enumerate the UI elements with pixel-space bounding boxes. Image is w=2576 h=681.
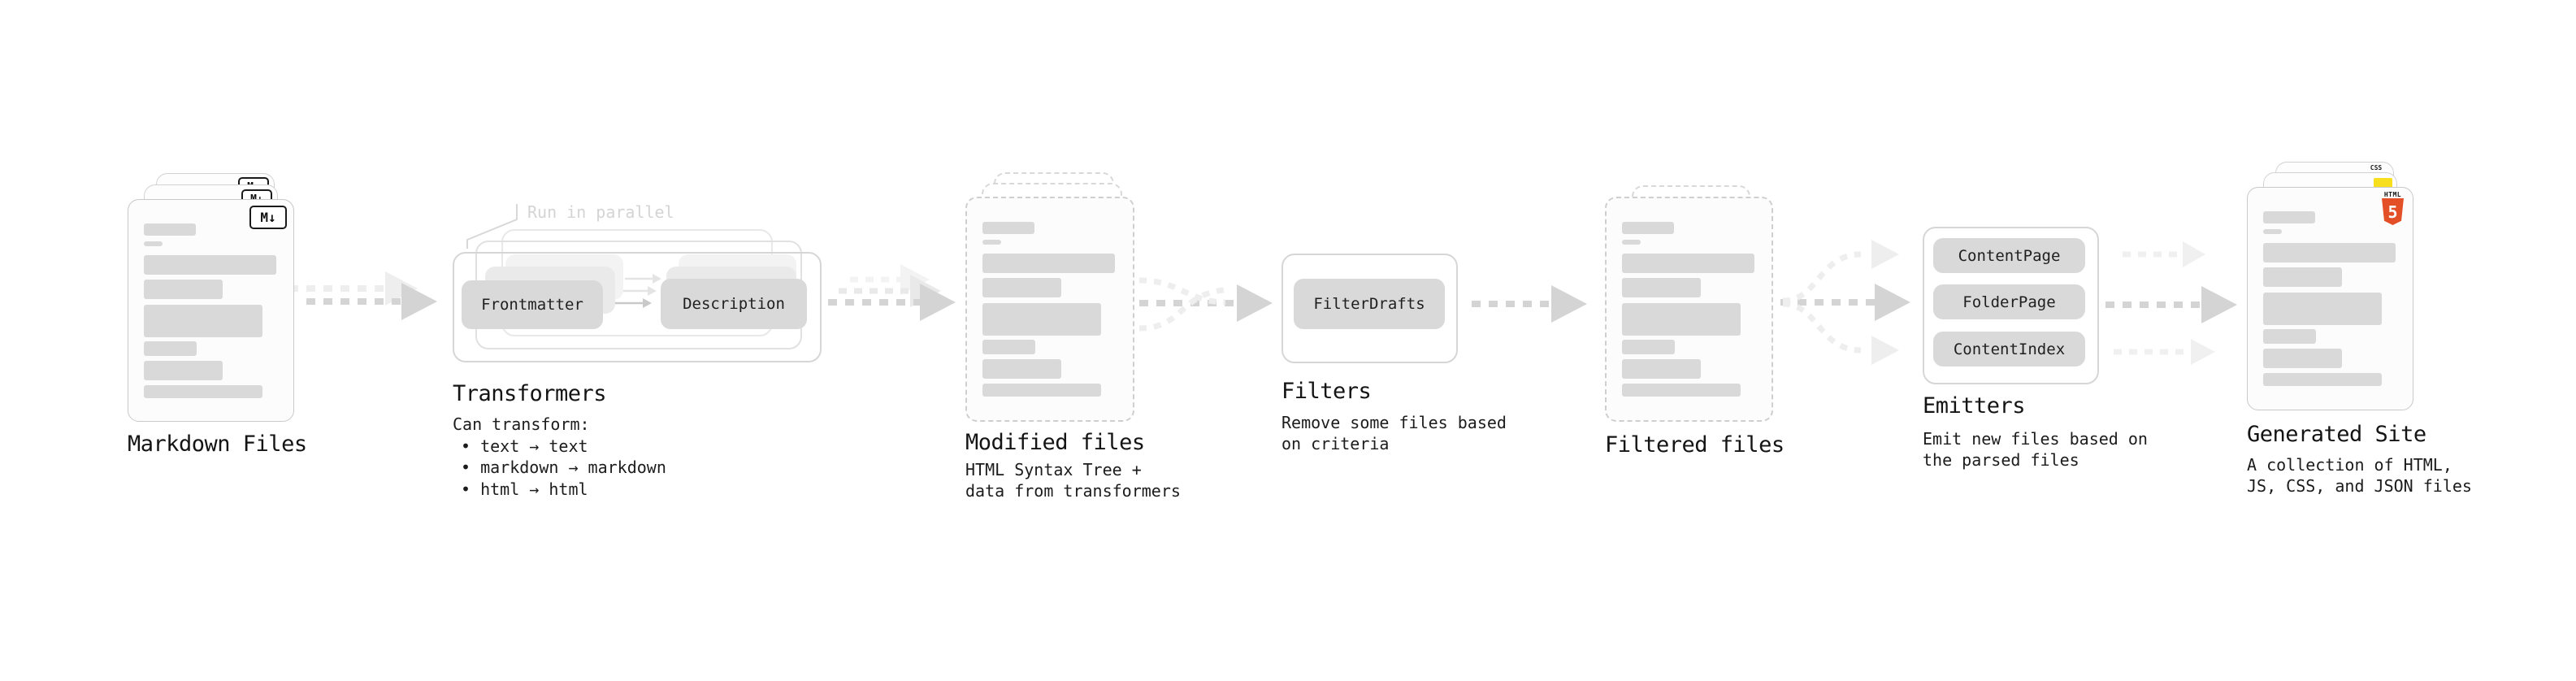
doc-text-bar (144, 385, 262, 398)
emitters-description: Emit new files based on the parsed files (1923, 428, 2148, 471)
bullet-text-to-text: • text → text (461, 436, 588, 456)
doc-text-bar (2263, 349, 2342, 368)
html5-shield: 5 (2382, 198, 2404, 225)
doc-text-bar (982, 359, 1061, 379)
description-line: A collection of HTML, (2247, 455, 2452, 475)
bullet-html-to-html: • html → html (461, 479, 588, 499)
description-button: Description (661, 279, 807, 329)
filters-description: Remove some files based on criteria (1281, 412, 1507, 454)
can-transform-title: Can transform: (453, 414, 590, 434)
doc-text-bar (982, 303, 1101, 336)
contentindex-button: ContentIndex (1933, 332, 2085, 367)
markdown-file-front: M↓ (128, 199, 294, 422)
emitters-label: Emitters (1923, 393, 2026, 419)
transformers-label: Transformers (453, 381, 607, 406)
contentpage-button-label: ContentPage (1958, 246, 2061, 265)
run-in-parallel-annotation: Run in parallel (527, 202, 674, 222)
contentpage-button: ContentPage (1933, 238, 2085, 273)
description-line: the parsed files (1923, 450, 2079, 470)
doc-text-bar (2263, 243, 2396, 262)
doc-text-bar (2263, 329, 2316, 344)
modified-files-description: HTML Syntax Tree + data from transformer… (965, 459, 1181, 501)
markdown-files-label: Markdown Files (128, 432, 307, 457)
doc-text-bar (2263, 211, 2315, 223)
contentindex-button-label: ContentIndex (1953, 340, 2066, 358)
html5-number: 5 (2387, 202, 2398, 222)
description-line: HTML Syntax Tree + (965, 460, 1142, 479)
filtered-files-label: Filtered files (1605, 432, 1785, 458)
doc-text-bar (144, 305, 262, 337)
frontmatter-button: Frontmatter (462, 280, 603, 329)
doc-text-bar (1622, 254, 1754, 273)
doc-text-bar (144, 223, 196, 236)
generated-file-front: HTML 5 (2247, 187, 2413, 410)
doc-text-bar (1622, 240, 1641, 245)
description-line: on criteria (1281, 434, 1390, 453)
doc-text-bar (1622, 340, 1675, 354)
modified-file-front (965, 197, 1134, 422)
doc-text-bar (144, 255, 276, 275)
doc-text-bar (982, 278, 1061, 297)
folderpage-button: FolderPage (1933, 284, 2085, 319)
transformers-notes: Can transform: • text → text • markdown … (453, 414, 666, 500)
doc-text-bar (1622, 359, 1701, 379)
doc-text-bar (144, 361, 223, 380)
doc-text-bar (982, 340, 1035, 354)
html5-logo-icon: HTML 5 (2382, 191, 2404, 225)
doc-text-bar (144, 280, 223, 299)
doc-text-bar (1622, 384, 1741, 397)
filterdrafts-button: FilterDrafts (1294, 279, 1445, 329)
bullet-markdown-to-markdown: • markdown → markdown (461, 458, 666, 477)
doc-text-bar (2263, 293, 2382, 325)
description-line: data from transformers (965, 481, 1181, 501)
css-badge-text: CSS (2370, 164, 2383, 171)
filters-label: Filters (1281, 379, 1372, 404)
transformer-container-front (453, 252, 822, 362)
doc-text-bar (982, 254, 1115, 273)
modified-files-label: Modified files (965, 430, 1145, 455)
doc-text-bar (2263, 373, 2382, 386)
html5-logo-text: HTML (2383, 191, 2402, 198)
doc-text-bar (1622, 278, 1701, 297)
generated-site-label: Generated Site (2247, 422, 2426, 447)
doc-text-bar (2263, 267, 2342, 287)
doc-text-bar (982, 240, 1001, 245)
emitters-container (1923, 227, 2099, 384)
markdown-badge-icon: M↓ (249, 206, 287, 229)
frontmatter-button-label: Frontmatter (481, 296, 583, 314)
description-button-label: Description (683, 295, 785, 313)
description-line: Remove some files based (1281, 413, 1507, 432)
doc-text-bar (982, 384, 1101, 397)
filterdrafts-button-label: FilterDrafts (1313, 295, 1425, 313)
folderpage-button-label: FolderPage (1962, 293, 2056, 311)
doc-text-bar (2263, 229, 2282, 234)
description-line: Emit new files based on (1923, 429, 2148, 449)
filtered-file-front (1605, 197, 1773, 422)
description-line: JS, CSS, and JSON files (2247, 476, 2472, 496)
doc-text-bar (144, 241, 163, 246)
doc-text-bar (144, 341, 197, 356)
doc-text-bar (1622, 222, 1674, 234)
doc-text-bar (982, 222, 1034, 234)
doc-text-bar (1622, 303, 1741, 336)
markdown-badge-text: M↓ (260, 210, 276, 225)
filters-container (1281, 254, 1458, 363)
generated-site-description: A collection of HTML, JS, CSS, and JSON … (2247, 454, 2472, 497)
